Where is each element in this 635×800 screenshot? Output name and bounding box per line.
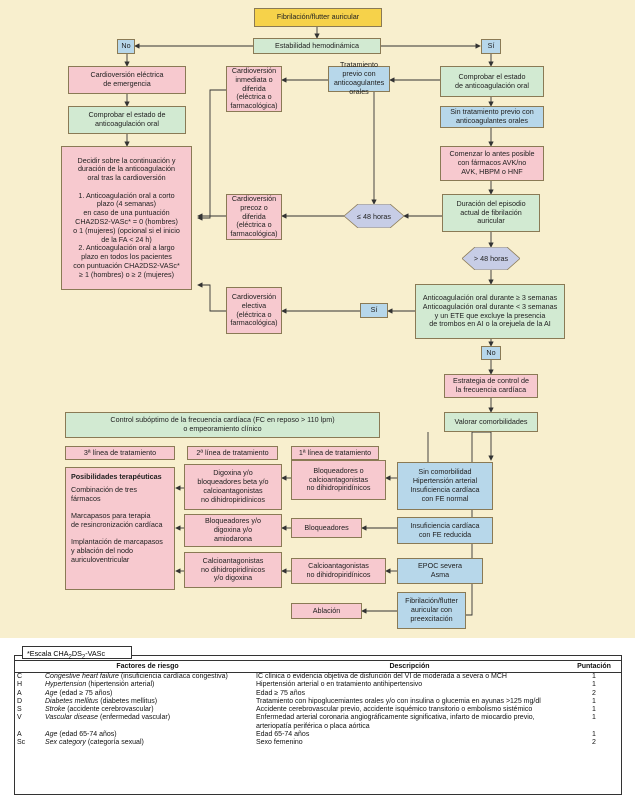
no2-label: No: [481, 346, 501, 360]
table-row: V Vascular disease (enfermedad vascular) E…: [14, 714, 622, 731]
no-label: No: [117, 39, 135, 54]
tratamiento-previo-box: Tratamiento previo con anticoagulantes o…: [328, 61, 390, 96]
row-factor: Diabetes mellitus (diabetes mellitus): [45, 697, 158, 705]
row-letter: S: [17, 706, 22, 713]
bloqueadores-o-calcio-box: Bloqueadores o calcioantagonistas no dih…: [291, 460, 386, 500]
bloqueadores-digoxina-amiodarona-box: Bloqueadores y/o digoxina y/o amiodarona: [184, 514, 282, 547]
posibilidades-body: Combinación de tres fármacos Marcapasos …: [71, 484, 163, 565]
cardioversion-emergencia-box: Cardioversión eléctrica de emergencia: [68, 66, 186, 94]
row-letter: A: [17, 689, 22, 697]
comprobar-anticoagulacion-left-box: Comprobar el estado de anticoagulación o…: [68, 106, 186, 134]
row-description: Edad 65-74 años: [256, 730, 310, 738]
valorar-comorbilidades-box: Valorar comorbilidades: [444, 412, 538, 432]
row-factor: Vascular disease (enfermedad vascular): [45, 714, 171, 722]
row-description: Accidente cerebrovascular previo, accide…: [256, 706, 533, 713]
row-letter: D: [17, 697, 23, 705]
digoxina-bloqueadores-box: Digoxina y/o bloqueadores beta y/o calci…: [184, 464, 282, 510]
row-description: Tratamiento con hipoglucemiantes orales …: [256, 697, 541, 705]
row-points: 1: [592, 673, 596, 680]
cardioversion-inmediata-box: Cardioversión inmediata o diferida (eléc…: [226, 66, 282, 112]
row-points: 1: [592, 706, 596, 713]
row-points: 2: [592, 689, 596, 697]
control-suboptimo-box: Control subóptimo de la frecuencia cardí…: [65, 412, 380, 438]
row-points: 2: [592, 739, 596, 746]
row-letter: H: [17, 681, 23, 689]
flowchart-panel: Fibrilación/flutter auricular Estabilida…: [0, 0, 635, 638]
col-letter: [14, 660, 42, 673]
linea3-label: 3ª línea de tratamiento: [65, 446, 175, 460]
estrategia-control-box: Estrategia de control de la frecuencia c…: [444, 374, 538, 398]
row-letter: Sc: [17, 739, 26, 746]
comprobar-anticoagulacion-right-box: Comprobar el estado de anticoagulación o…: [440, 66, 544, 97]
row-description: Sexo femenino: [256, 739, 303, 746]
cardioversion-precoz-box: Cardioversión precoz o diferida (eléctri…: [226, 194, 282, 240]
calcio-nodihidro-box: Calcioantagonistas no dihidropiridínicos: [291, 558, 386, 584]
row-points: 1: [592, 714, 596, 722]
ablacion-box: Ablación: [291, 603, 362, 619]
row-factor: Age (edad ≥ 75 años): [45, 689, 113, 697]
gt48-diamond: > 48 horas: [462, 247, 520, 270]
col-factores: Factores de riesgo: [42, 660, 253, 673]
posibilidades-terapeuticas-box: Posibilidades terapéuticas Combinación d…: [65, 467, 175, 590]
col-descripcion: Descripción: [253, 660, 566, 673]
scale-table-frame: [14, 655, 622, 795]
row-points: 1: [592, 730, 596, 738]
bloqueadores-box: Bloqueadores: [291, 518, 362, 538]
comenzar-farmacos-box: Comenzar lo antes posible con fármacos A…: [440, 146, 544, 181]
row-factor: Stroke (accidente cerebrovascular): [45, 706, 154, 713]
epoc-asma-box: EPOC severa Asma: [397, 558, 483, 584]
row-factor: Sex category (categoría sexual): [45, 739, 144, 746]
table-row: H Hypertension (hipertensión arterial) Hip…: [14, 681, 622, 689]
gt48-label: > 48 horas: [473, 254, 509, 263]
le48-diamond: ≤ 48 horas: [344, 204, 404, 228]
table-row: C Congestive heart failure (insuficiencia…: [14, 673, 622, 682]
cardioversion-electiva-box: Cardioversión electiva (eléctrica o farm…: [226, 287, 282, 334]
le48-label: ≤ 48 horas: [357, 211, 391, 221]
scale-caption: *Escala CHA2DS2-VASc: [22, 646, 132, 660]
table-row: A Age (edad 65-74 años) Edad 65-74 años 1: [14, 731, 622, 739]
si-label: Sí: [481, 39, 501, 54]
ic-fe-reducida-box: Insuficiencia cardíaca con FE reducida: [397, 517, 493, 544]
table-row: A Age (edad ≥ 75 años) Edad ≥ 75 años 2: [14, 690, 622, 698]
row-description: Edad ≥ 75 años: [256, 689, 305, 697]
cha2ds2vasc-table: Factores de riesgo Descripción Puntación…: [14, 660, 622, 747]
row-factor: Congestive heart failure (insuficiencia …: [45, 673, 228, 680]
si2-label: Sí: [360, 303, 388, 318]
row-letter: V: [17, 714, 22, 722]
row-letter: C: [17, 673, 23, 680]
sin-tratamiento-box: Sin tratamiento previo con anticoagulant…: [440, 106, 544, 128]
fa-preexcitacion-box: Fibrilación/flutter auricular con preexc…: [397, 592, 466, 629]
table-row: Sc Sex category (categoría sexual) Sexo fe…: [14, 739, 622, 747]
table-row: D Diabetes mellitus (diabetes mellitus) Tr…: [14, 698, 622, 706]
posibilidades-title: Posibilidades terapéuticas: [71, 472, 162, 481]
row-points: 1: [592, 697, 596, 705]
row-description: IC clínica o evidencia objetiva de disfu…: [256, 673, 507, 680]
start-box: Fibrilación/flutter auricular: [254, 8, 382, 27]
row-description: Hipertensión arterial o en tratamiento a…: [256, 681, 423, 689]
row-points: 1: [592, 681, 596, 689]
duracion-episodio-box: Duración del episodio actual de fibrilac…: [442, 194, 540, 232]
row-factor: Age (edad 65-74 años): [45, 730, 117, 738]
calcio-digoxina-box: Calcioantagonistas no dihidropiridínicos…: [184, 552, 282, 588]
col-puntuacion: Puntación: [566, 660, 622, 673]
linea1-label: 1ª línea de tratamiento: [291, 446, 379, 460]
table-row: S Stroke (accidente cerebrovascular) Accid…: [14, 706, 622, 714]
sin-comorbilidad-box: Sin comorbilidad Hipertensión arterial I…: [397, 462, 493, 510]
stability-box: Estabilidad hemodinámica: [253, 38, 381, 54]
row-description: Enfermedad arterial coronaria angiográfi…: [256, 714, 535, 730]
decidir-anticoagulacion-box: Decidir sobre la continuación y duración…: [61, 146, 192, 290]
row-letter: A: [17, 730, 22, 738]
anticoagulacion-3-semanas-box: Anticoagulación oral durante ≥ 3 semanas…: [415, 284, 565, 339]
linea2-label: 2ª línea de tratamiento: [187, 446, 278, 460]
row-factor: Hypertension (hipertensión arterial): [45, 681, 155, 689]
